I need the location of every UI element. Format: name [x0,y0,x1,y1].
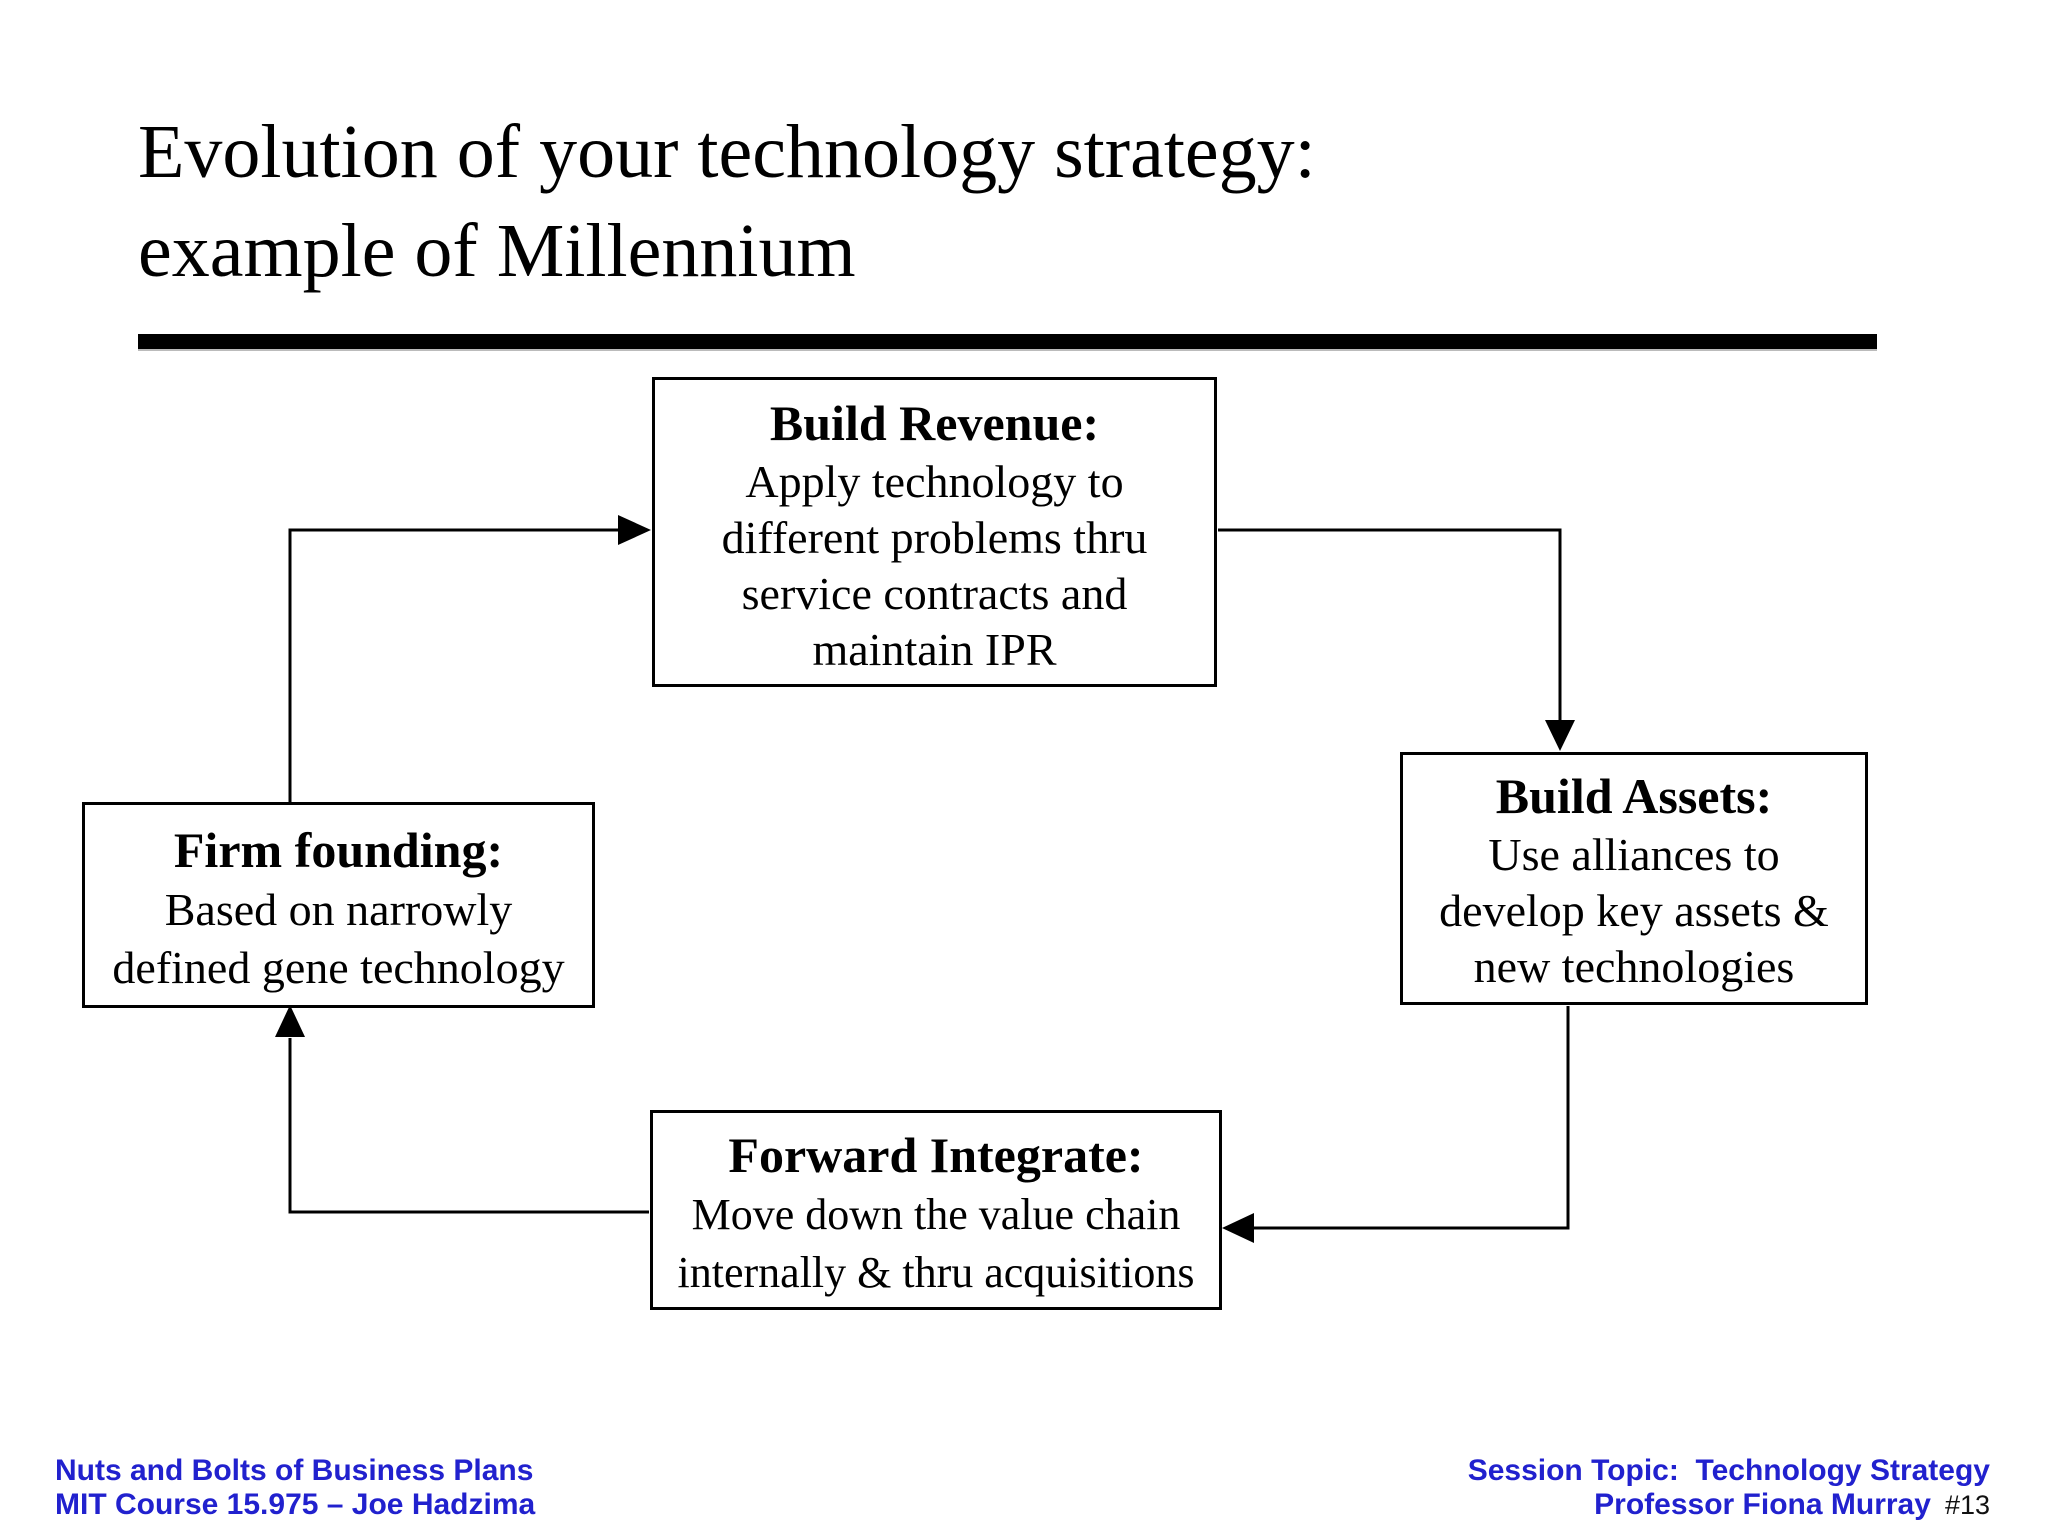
footer-right: Session Topic: Technology Strategy Profe… [1468,1454,1990,1522]
node-firm-founding-body: Based on narrowly defined gene technolog… [112,884,565,993]
arrow-build-assets-to-forward-integrate [1254,1006,1570,1230]
node-build-revenue-title: Build Revenue: [769,395,1100,451]
arrowhead-into-forward-integrate [1222,1213,1254,1243]
footer-course-number: MIT Course 15.975 – Joe Hadzima [55,1488,536,1521]
title-underline [138,334,1877,351]
node-build-assets-body: Use alliances to develop key assets & ne… [1439,829,1829,992]
slide-title: Evolution of your technology strategy: ex… [138,103,1316,301]
arrowhead-into-build-revenue [618,515,651,545]
arrow-firm-founding-to-build-revenue [288,528,618,802]
arrow-build-revenue-to-build-assets [1218,528,1562,722]
node-build-assets-title: Build Assets: [1495,768,1773,824]
node-forward-integrate: Forward Integrate: Move down the value c… [650,1110,1222,1310]
arrowhead-into-firm-founding [275,1005,305,1037]
arrow-forward-integrate-to-firm-founding [288,1038,649,1214]
footer-professor-name: Professor Fiona Murray [1594,1488,1931,1521]
node-firm-founding-title: Firm founding: [173,822,504,878]
footer-professor-line: Professor Fiona Murray #13 [1468,1488,1990,1522]
node-build-revenue: Build Revenue: Apply technology to diffe… [652,377,1217,687]
footer-left: Nuts and Bolts of Business Plans MIT Cou… [55,1454,535,1522]
footer-course-name: Nuts and Bolts of Business Plans [55,1454,534,1487]
node-build-revenue-body: Apply technology to different problems t… [721,456,1148,675]
arrowhead-into-build-assets [1545,720,1575,751]
slide-title-line2: example of Millennium [138,208,856,293]
footer-session-topic: Session Topic: Technology Strategy [1467,1454,1990,1487]
page-number: #13 [1944,1490,1990,1520]
node-firm-founding: Firm founding: Based on narrowly defined… [82,802,595,1008]
node-forward-integrate-body: Move down the value chain internally & t… [677,1190,1195,1297]
slide-title-line1: Evolution of your technology strategy: [138,109,1316,194]
node-forward-integrate-title: Forward Integrate: [728,1127,1144,1183]
node-build-assets: Build Assets: Use alliances to develop k… [1400,752,1868,1005]
